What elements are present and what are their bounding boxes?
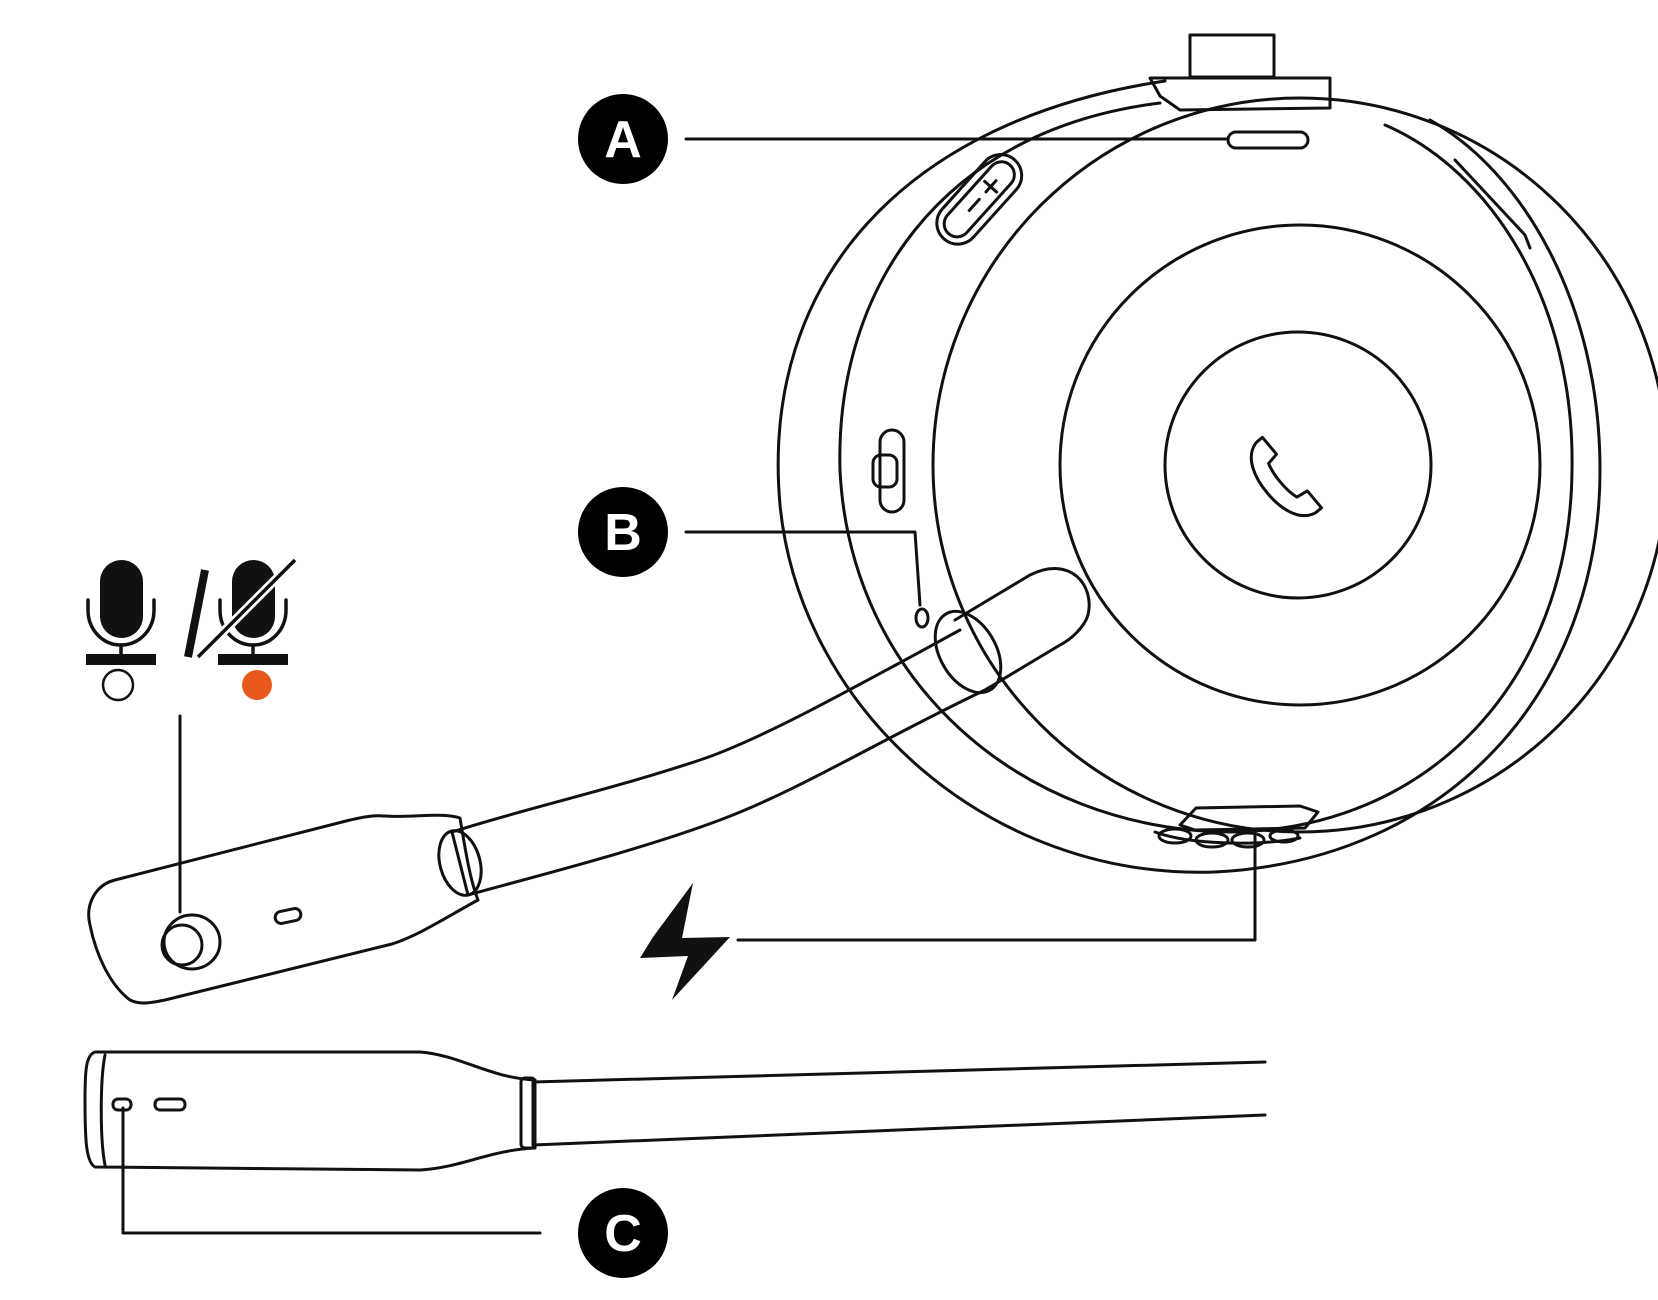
microphone-muted-icon	[194, 556, 299, 665]
lightning-bolt-icon	[640, 883, 730, 1000]
callout-b: B	[578, 487, 668, 577]
mute-button[interactable]	[160, 913, 222, 971]
callout-a: A	[578, 94, 668, 184]
unmuted-indicator	[101, 668, 135, 702]
charging-port	[1153, 804, 1320, 849]
mic-hole-b	[914, 607, 930, 629]
callout-a-label: A	[604, 111, 642, 169]
muted-indicator	[242, 670, 272, 700]
mic-side-view	[83, 1050, 1267, 1172]
phone-icon	[1249, 435, 1324, 518]
volume-rocker[interactable]	[928, 146, 1030, 253]
mic-boom-arm[interactable]	[87, 567, 1091, 1005]
callout-c-label: C	[604, 1205, 642, 1263]
separator-slash	[184, 569, 209, 658]
microphone-icon	[86, 560, 156, 665]
call-button[interactable]	[1163, 330, 1433, 600]
callout-b-label: B	[604, 504, 642, 562]
leader-lines	[121, 137, 1257, 1235]
status-led-a	[1226, 130, 1310, 150]
ear-cup	[776, 33, 1658, 874]
power-switch[interactable]	[871, 428, 906, 514]
callout-c: C	[578, 1188, 668, 1278]
mic-led-slot	[273, 907, 303, 925]
